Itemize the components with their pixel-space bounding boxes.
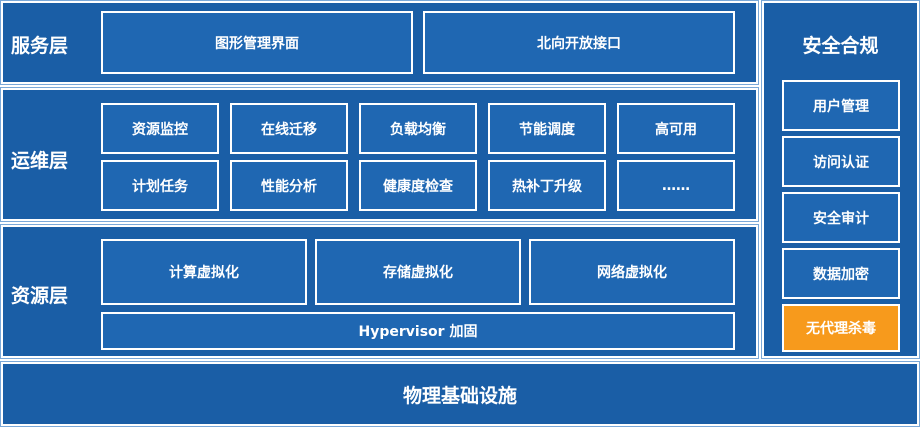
service-layer: 服务层 图形管理界面 北向开放接口 — [1, 1, 758, 84]
hot-patch-upgrade-box: 热补丁升级 — [488, 160, 606, 211]
scheduled-tasks-box: 计划任务 — [101, 160, 219, 211]
storage-virtualization-box: 存储虚拟化 — [315, 239, 521, 305]
security-compliance-title: 安全合规 — [802, 35, 879, 57]
live-migration-box: 在线迁移 — [230, 103, 348, 154]
data-encryption-box: 数据加密 — [782, 248, 900, 299]
service-layer-label: 服务层 — [11, 35, 69, 57]
agentless-antivirus-box: 无代理杀毒 — [782, 304, 900, 352]
health-check-box: 健康度检查 — [359, 160, 477, 211]
access-authentication-box: 访问认证 — [782, 136, 900, 187]
energy-saving-scheduling-box: 节能调度 — [488, 103, 606, 154]
resource-layer-label: 资源层 — [11, 285, 69, 307]
load-balancing-box: 负载均衡 — [359, 103, 477, 154]
ops-layer-label: 运维层 — [11, 150, 69, 172]
high-availability-box: 高可用 — [617, 103, 735, 154]
security-compliance-column: 安全合规 用户管理 访问认证 安全审计 数据加密 无代理杀毒 — [762, 1, 919, 358]
security-audit-box: 安全审计 — [782, 192, 900, 243]
graphical-management-ui-box: 图形管理界面 — [101, 11, 413, 74]
resource-monitoring-box: 资源监控 — [101, 103, 219, 154]
network-virtualization-box: 网络虚拟化 — [529, 239, 735, 305]
hypervisor-hardening-box: Hypervisor 加固 — [101, 312, 735, 350]
more-ellipsis-box: …… — [617, 160, 735, 211]
physical-infrastructure-label: 物理基础设施 — [402, 384, 517, 407]
performance-analysis-box: 性能分析 — [230, 160, 348, 211]
physical-infrastructure-layer: 物理基础设施 — [1, 362, 919, 426]
northbound-open-interface-box: 北向开放接口 — [423, 11, 735, 74]
user-management-box: 用户管理 — [782, 80, 900, 131]
compute-virtualization-box: 计算虚拟化 — [101, 239, 307, 305]
ops-layer: 运维层 资源监控 在线迁移 负载均衡 节能调度 高可用 计划任务 性能分析 健康… — [1, 88, 758, 221]
resource-layer: 资源层 计算虚拟化 存储虚拟化 网络虚拟化 Hypervisor 加固 — [1, 225, 758, 358]
